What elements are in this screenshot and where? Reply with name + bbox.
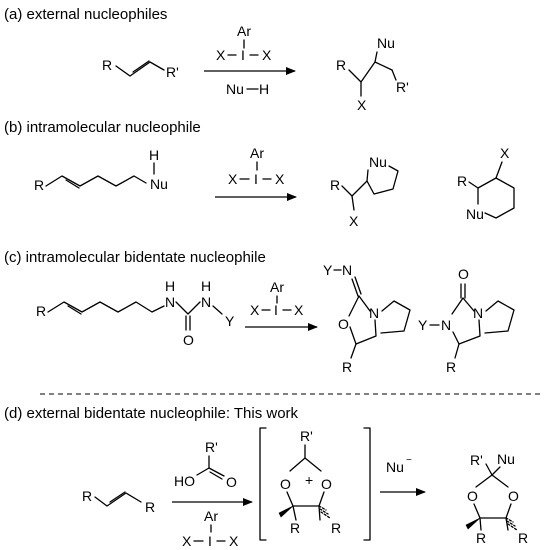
atom-x: X bbox=[294, 302, 304, 318]
atom-r-prime: R' bbox=[166, 64, 179, 80]
product-piperidine-b: R X Nu bbox=[457, 145, 515, 222]
atom-nu: Nu bbox=[466, 206, 484, 222]
product-a: R X Nu R' bbox=[336, 35, 409, 113]
atom-o: O bbox=[226, 474, 237, 490]
atom-r: R bbox=[36, 303, 46, 319]
atom-h: H bbox=[165, 278, 175, 294]
atom-x: X bbox=[216, 47, 226, 63]
atom-nu: Nu bbox=[377, 35, 395, 51]
atom-nu: Nu bbox=[497, 451, 515, 467]
atom-h: H bbox=[259, 81, 269, 97]
atom-n: N bbox=[441, 317, 451, 333]
atom-h: H bbox=[149, 147, 159, 163]
atom-i: I bbox=[241, 47, 245, 63]
atom-nu: Nu bbox=[369, 154, 387, 170]
atom-o: O bbox=[280, 476, 291, 492]
atom-y: Y bbox=[418, 317, 428, 333]
intermediate-dioxolanylium: R' + O O R R bbox=[259, 427, 371, 541]
atom-r: R bbox=[330, 177, 340, 193]
atom-r: R bbox=[102, 57, 112, 73]
atom-x: X bbox=[349, 213, 359, 229]
atom-minus: − bbox=[406, 455, 412, 466]
atom-o: O bbox=[338, 316, 349, 332]
atom-r: R bbox=[476, 530, 486, 546]
section-d-title: (d) external bidentate nucleophile: This… bbox=[4, 405, 299, 422]
atom-nu: Nu bbox=[226, 81, 244, 97]
atom-x: X bbox=[228, 171, 238, 187]
atom-n: N bbox=[165, 294, 175, 310]
atom-x: X bbox=[357, 97, 367, 113]
section-b-title: (b) intramolecular nucleophile bbox=[4, 119, 201, 136]
product-isourea-c: Y N O N R bbox=[323, 262, 411, 375]
product-orthoester-d: R' Nu O O R R bbox=[465, 451, 528, 546]
reactant-alkene-a: R R' bbox=[102, 57, 179, 80]
atom-x: X bbox=[250, 302, 260, 318]
atom-ho: HO bbox=[174, 473, 195, 489]
reagent-iodane-b: Ar X I X bbox=[228, 145, 285, 187]
atom-y: Y bbox=[225, 313, 235, 329]
atom-r: R bbox=[342, 359, 352, 375]
atom-r: R bbox=[34, 177, 44, 193]
atom-i: I bbox=[208, 533, 212, 549]
atom-r: R bbox=[336, 57, 346, 73]
atom-n: N bbox=[201, 294, 211, 310]
section-c-title: (c) intramolecular bidentate nucleophile bbox=[4, 249, 266, 266]
atom-i: I bbox=[254, 171, 258, 187]
atom-x: X bbox=[500, 145, 510, 161]
atom-ar: Ar bbox=[204, 508, 218, 524]
atom-r: R bbox=[82, 488, 92, 504]
reagent-nucleophile-d: Nu − bbox=[386, 455, 412, 475]
reagent-iodane-a: Ar X I X bbox=[216, 23, 272, 63]
atom-o: O bbox=[183, 332, 194, 348]
atom-plus: + bbox=[305, 472, 313, 488]
atom-o: O bbox=[508, 488, 519, 504]
atom-n: N bbox=[369, 305, 379, 321]
atom-ar: Ar bbox=[237, 23, 251, 39]
atom-r-prime: R' bbox=[396, 79, 409, 95]
product-pyrrolidine-b: R X Nu bbox=[330, 154, 399, 229]
atom-x: X bbox=[229, 533, 239, 549]
reagent-nucleophile-a: Nu H bbox=[226, 81, 269, 97]
atom-n: N bbox=[473, 305, 483, 321]
atom-r: R bbox=[457, 173, 467, 189]
reagent-iodane-d: Ar X I X bbox=[182, 508, 239, 549]
atom-i: I bbox=[274, 302, 278, 318]
atom-ar: Ar bbox=[250, 145, 264, 161]
atom-r: R bbox=[331, 520, 341, 536]
atom-ar: Ar bbox=[270, 279, 284, 295]
atom-o: O bbox=[467, 488, 478, 504]
atom-r: R bbox=[290, 520, 300, 536]
section-a-title: (a) external nucleophiles bbox=[4, 6, 167, 23]
atom-n: N bbox=[342, 262, 352, 278]
atom-r: R bbox=[446, 359, 456, 375]
reactant-aminoalkene-b: R Nu H bbox=[34, 147, 168, 193]
atom-r-prime: R' bbox=[205, 439, 218, 455]
reactant-urea-c: R N H O N H Y bbox=[36, 278, 235, 348]
reactant-alkene-d: R R bbox=[82, 488, 155, 515]
atom-x: X bbox=[262, 47, 272, 63]
atom-x: X bbox=[182, 533, 192, 549]
atom-nu: Nu bbox=[386, 459, 404, 475]
atom-o: O bbox=[321, 476, 332, 492]
atom-o: O bbox=[458, 266, 469, 282]
atom-h: H bbox=[201, 278, 211, 294]
atom-r: R bbox=[518, 530, 528, 546]
atom-r: R bbox=[145, 499, 155, 515]
atom-x: X bbox=[275, 171, 285, 187]
reagent-iodane-c: Ar X I X bbox=[250, 279, 304, 318]
atom-r-prime: R' bbox=[470, 452, 483, 468]
reagent-carboxylic-acid-d: R' HO O bbox=[174, 439, 237, 490]
product-cyclic-urea-c: O N N Y R bbox=[418, 266, 515, 375]
atom-nu: Nu bbox=[150, 176, 168, 192]
atom-y: Y bbox=[323, 262, 333, 278]
atom-r-prime: R' bbox=[300, 428, 313, 444]
